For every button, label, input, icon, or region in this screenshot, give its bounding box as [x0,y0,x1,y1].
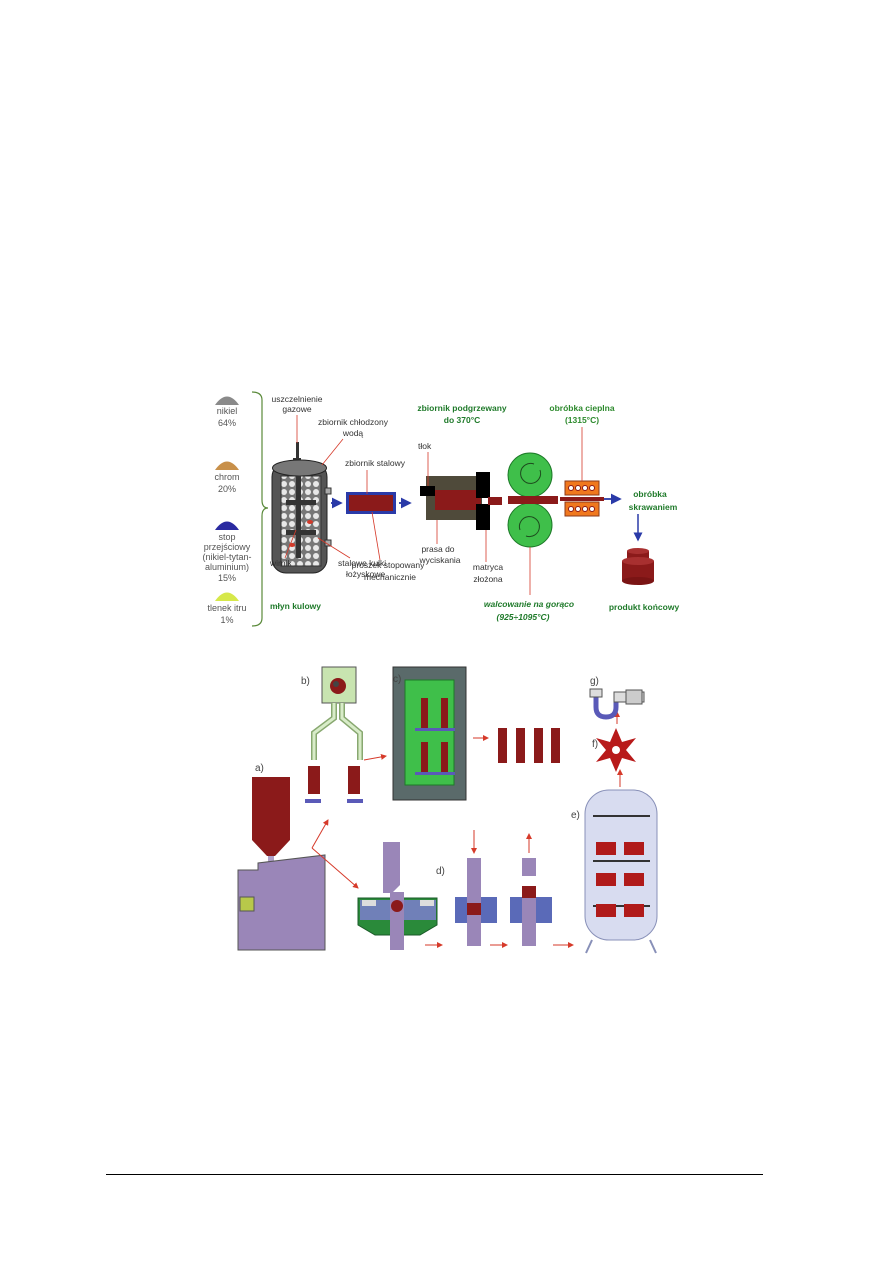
ingredient-nikiel: nikiel 64% [215,396,239,428]
label-steel-tank: zbiornik stalowy [345,458,406,468]
step-e-treatment-vessel [584,789,658,954]
step-label-a: a) [255,763,264,774]
label-hot-rolling-2: (925÷1095°C) [497,612,550,622]
label-press-2: wyciskania [418,555,460,565]
label-final-product: produkt końcowy [609,602,680,612]
label-press-1: prasa do [421,544,454,554]
step-label-f: f) [592,739,598,750]
extrusion-press [420,472,502,530]
ingredient-percent: 64% [218,418,236,428]
step-b-casting-molds [305,666,363,803]
pile-icon [215,592,239,601]
label-die-1: matryca [473,562,504,572]
ingredient-name-line: aluminium) [205,562,249,572]
step-label-b: b) [301,676,310,687]
step-d-atomizing-and-hip [357,842,552,950]
label-piston: tłok [418,441,432,451]
label-hot-rolling-1: walcowanie na gorąco [484,599,574,609]
ingredient-tlenek-itru: tlenek itru 1% [207,592,247,625]
ingredient-stop-przejsciowy: stop przejściowy (nikiel-tytan- aluminiu… [202,521,252,583]
label-machining-1: obróbka [633,489,667,499]
ingredient-name-line: przejściowy [204,542,251,552]
top-process-diagram: nikiel 64% chrom 20% stop przejściowy (n… [202,391,680,627]
step-label-e: e) [571,810,580,821]
step-label-d: d) [436,866,445,877]
step-label-g: g) [590,676,599,687]
label-balls-2: łożyskowe [346,569,385,579]
step-c-cast-block [392,666,467,801]
step-g-micrometer [589,688,645,720]
label-balls-1: stalowe kulki [338,558,386,568]
label-powder-2: mechanicznie [364,572,416,582]
step-f-turbine-wheel [596,728,636,772]
grouping-brace [251,391,269,627]
cast-parts [498,728,560,763]
ingredient-name: nikiel [217,406,238,416]
label-cooled-tank-2: wodą [342,428,364,438]
label-heat-treat-2: (1315°C) [565,415,599,425]
pile-icon [215,521,239,530]
label-die-2: złożona [473,574,503,584]
label-seal-1: uszczelnienie [271,394,322,404]
ingredient-chrom: chrom 20% [214,461,240,494]
ingredient-percent: 20% [218,484,236,494]
pile-icon [215,461,239,470]
heat-treatment-furnace [560,480,604,517]
label-cooled-tank-1: zbiornik chłodzony [318,417,389,427]
label-rotor: wirnik [269,558,292,568]
steel-tank [346,492,396,514]
ingredient-name: tlenek itru [207,603,246,613]
ball-mill [271,442,332,574]
label-seal-2: gazowe [282,404,312,414]
label-heat-treat-1: obróbka cieplna [549,403,614,413]
label-machining-2: skrawaniem [629,502,678,512]
ingredient-name-line: stop [218,532,235,542]
step-a-melting-furnace [237,777,326,951]
footer-rule [106,1174,763,1175]
ingredient-percent: 1% [220,615,233,625]
label-heated-tank-1: zbiornik podgrzewany [417,403,507,413]
ingredient-name: chrom [214,472,239,482]
label-mill: młyn kulowy [270,601,321,611]
ingredient-name-line: (nikiel-tytan- [202,552,251,562]
pile-icon [215,396,239,405]
bottom-process-diagram: a) b) c) [237,666,658,954]
hot-rolling-rollers [507,452,558,548]
step-label-c: c) [393,674,401,685]
final-product [622,548,654,585]
label-heated-tank-2: do 370°C [444,415,480,425]
label-powder-1: proszek stopowany [352,560,426,570]
ingredient-percent: 15% [218,573,236,583]
